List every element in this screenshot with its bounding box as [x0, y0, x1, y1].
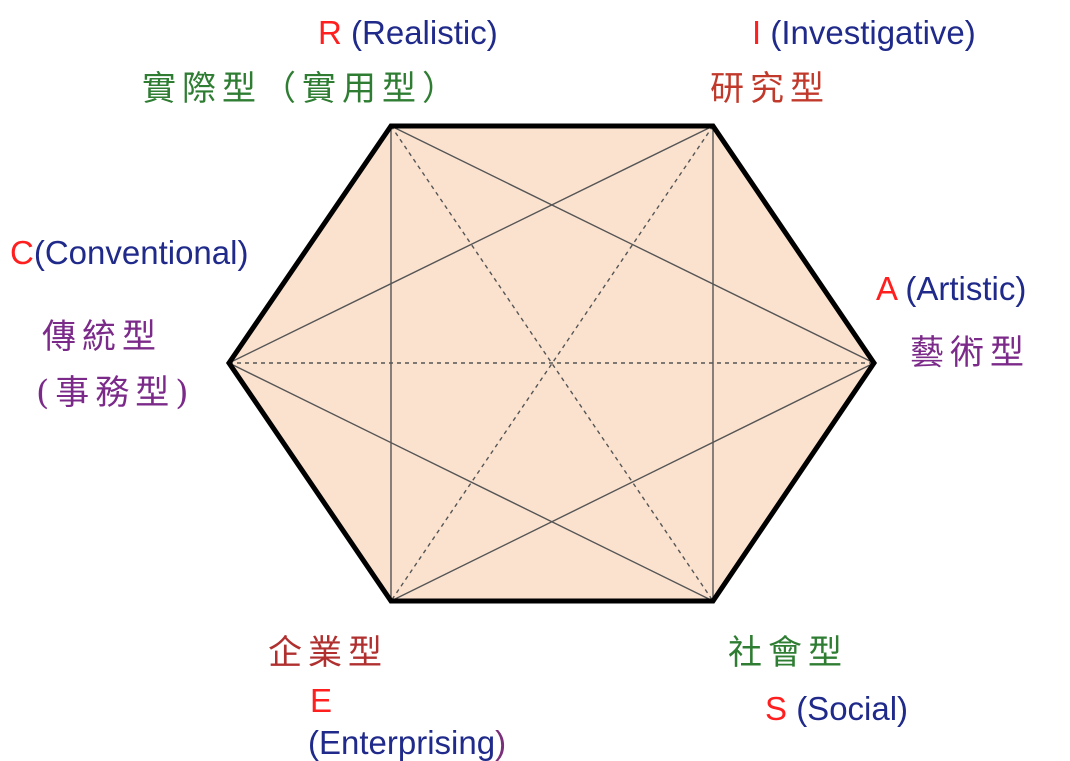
english-investigative: (Investigative): [770, 14, 976, 51]
line-c-i: [228, 125, 714, 364]
label-social: S (Social): [765, 692, 908, 725]
chinese-realistic: 實際型（實用型）: [142, 69, 462, 109]
label-artistic: A (Artistic): [876, 272, 1026, 305]
line-r-a: [390, 125, 875, 364]
chinese-artistic: 藝術型: [910, 333, 1030, 373]
english-social: (Social): [796, 690, 909, 727]
chinese-conventional-alt: (事務型): [36, 373, 195, 413]
chinese-social: 社會型: [728, 633, 848, 673]
letter-i: I: [752, 14, 762, 51]
letter-r: R: [318, 14, 342, 51]
english-conventional: (Conventional): [33, 234, 249, 271]
english-enterprising-close: ): [495, 724, 507, 761]
english-enterprising: (Enterprising: [308, 724, 496, 761]
line-c-s: [228, 362, 714, 602]
chinese-investigative: 研究型: [710, 69, 830, 109]
letter-e: E: [310, 682, 333, 719]
chinese-conventional: 傳統型: [42, 317, 162, 357]
letter-s: S: [765, 690, 788, 727]
hexagon-group: [225, 123, 878, 604]
label-conventional: C(Conventional): [10, 236, 248, 269]
english-realistic: (Realistic): [351, 14, 498, 51]
hexagon-outline: [225, 123, 878, 604]
chinese-enterprising: 企業型: [268, 633, 388, 673]
line-e-a: [390, 362, 875, 602]
label-investigative: I (Investigative): [752, 16, 976, 49]
label-enterprising: (Enterprising): [308, 726, 506, 759]
letter-e-wrap: E: [310, 684, 332, 717]
letter-a: A: [876, 270, 897, 307]
letter-c: C: [10, 234, 34, 271]
english-artistic: (Artistic): [905, 270, 1027, 307]
label-realistic: R (Realistic): [318, 16, 498, 49]
